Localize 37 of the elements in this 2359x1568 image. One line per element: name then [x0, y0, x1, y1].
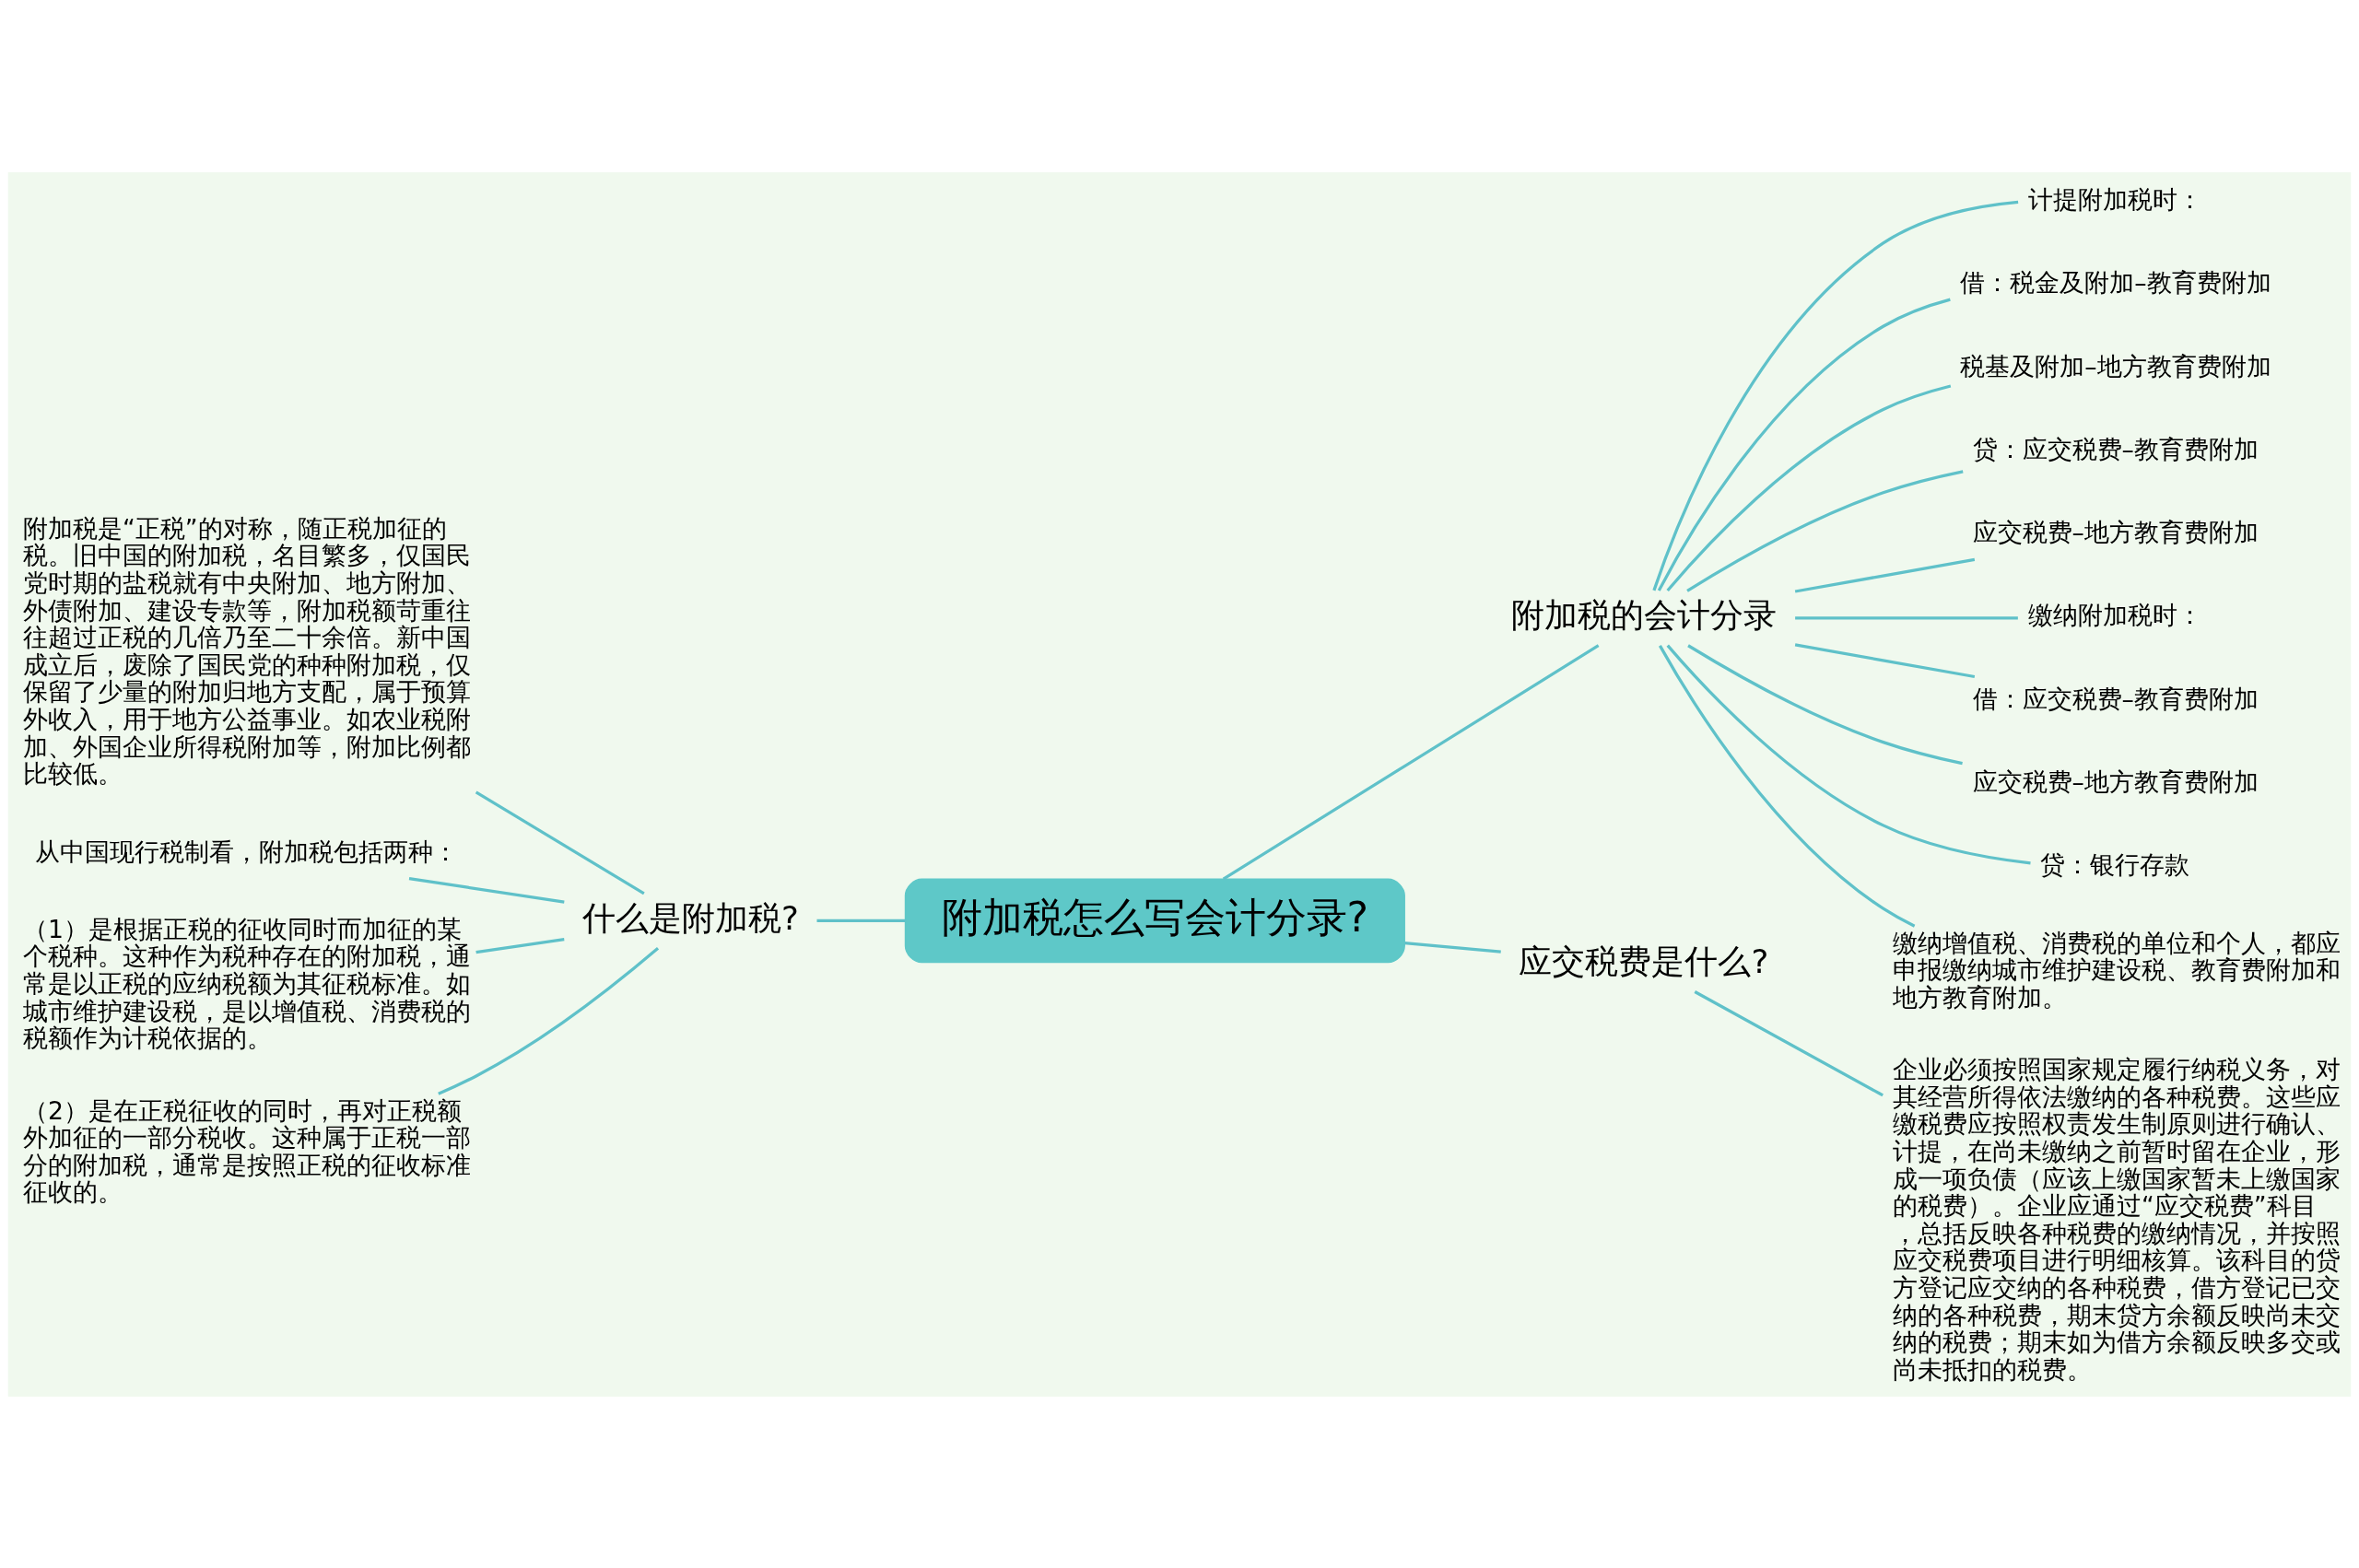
node-box: 附加税怎么写会计分录? [904, 878, 1405, 963]
connector [1404, 941, 1501, 954]
connector [1794, 557, 1976, 593]
node-text: 附加税是“正税”的对称，随正税加征的税。旧中国的附加税，名目繁多，仅国民党时期的盐税就有中央附加、地方附加、外债附加、建设专款等，附加税额苛重往往超过正税的几倍乃至二十余倍。新中国成立后，废除了国民党的种种附加税，仅保留了少量的附加归地方支配，属于预算外收入，用于地方公益事业。如农业税附加、外国企业所得税附加等，附加比例都比较低。 [23, 513, 471, 788]
node-text: 计提附加税时： [2027, 184, 2202, 214]
connector [1694, 989, 1884, 1096]
connector [816, 919, 906, 922]
node-text: 贷：应交税费–教育费附加 [1972, 434, 2259, 463]
connector [1686, 469, 1964, 592]
node-text: （2）是在正税征收的同时，再对正税额外加征的一部分税收。这种属于正税一部分的附加税，通常是按照正税的征收标准征收的。 [23, 1095, 471, 1206]
node-text: 借：应交税费–教育费附加 [1972, 684, 2259, 713]
connector [1666, 644, 2031, 864]
node-text: 应交税费–地方教育费附加 [1972, 766, 2259, 796]
connector [475, 790, 645, 895]
connector [475, 937, 565, 954]
connector [438, 946, 660, 1095]
connector [1794, 642, 1976, 678]
connector [1657, 298, 1951, 591]
node-text: 应交税费–地方教育费附加 [1972, 517, 2259, 546]
node-text: 缴纳附加税时： [2027, 600, 2202, 629]
connector [1658, 644, 1916, 928]
node-text: 附加税的会计分录 [1510, 595, 1777, 634]
node-text: 企业必须按照国家规定履行纳税义务，对其经营所得依法缴纳的各种税费。这些应缴税费应按照权责发生制原则进行确认、计提，在尚未缴纳之前暂时留在企业，形成一项负债（应该上缴国家暂未上缴国家的税费）。企业应通过“应交税费”科目，总括反映各种税费的缴纳情况，并按照应交税费项目进行明细核算。该科目的贷方登记应交纳的各种税费，借方登记已交纳的各种税费，期末贷方余额反映尚未交纳的税费；期末如为借方余额反映多交或尚未抵扣的税费。 [1893, 1054, 2341, 1384]
node-text: 借：税金及附加–教育费附加 [1960, 267, 2271, 297]
node-text: 什么是附加税? [582, 898, 799, 937]
node-text: 应交税费是什么? [1519, 942, 1769, 980]
connector [1222, 643, 1600, 881]
node-text: 从中国现行税制看，附加税包括两种： [35, 836, 459, 865]
node-text: 缴纳增值税、消费税的单位和个人，都应申报缴纳城市维护建设税、教育费附加和地方教育附加。 [1893, 928, 2341, 1012]
node-text: 贷：银行存款 [2039, 849, 2189, 879]
node-text: 税基及附加–地方教育费附加 [1960, 351, 2271, 380]
connector [408, 876, 565, 904]
connector [1795, 615, 2018, 620]
connector [1687, 643, 1963, 765]
connector [1652, 200, 2019, 591]
connector [1666, 383, 1952, 591]
node-text: （1）是根据正税的征收同时而加征的某个税种。这种作为税种存在的附加税，通常是以正税的应纳税额为其征税标准。如城市维护建设税，是以增值税、消费税的税额作为计税依据的。 [23, 914, 471, 1052]
